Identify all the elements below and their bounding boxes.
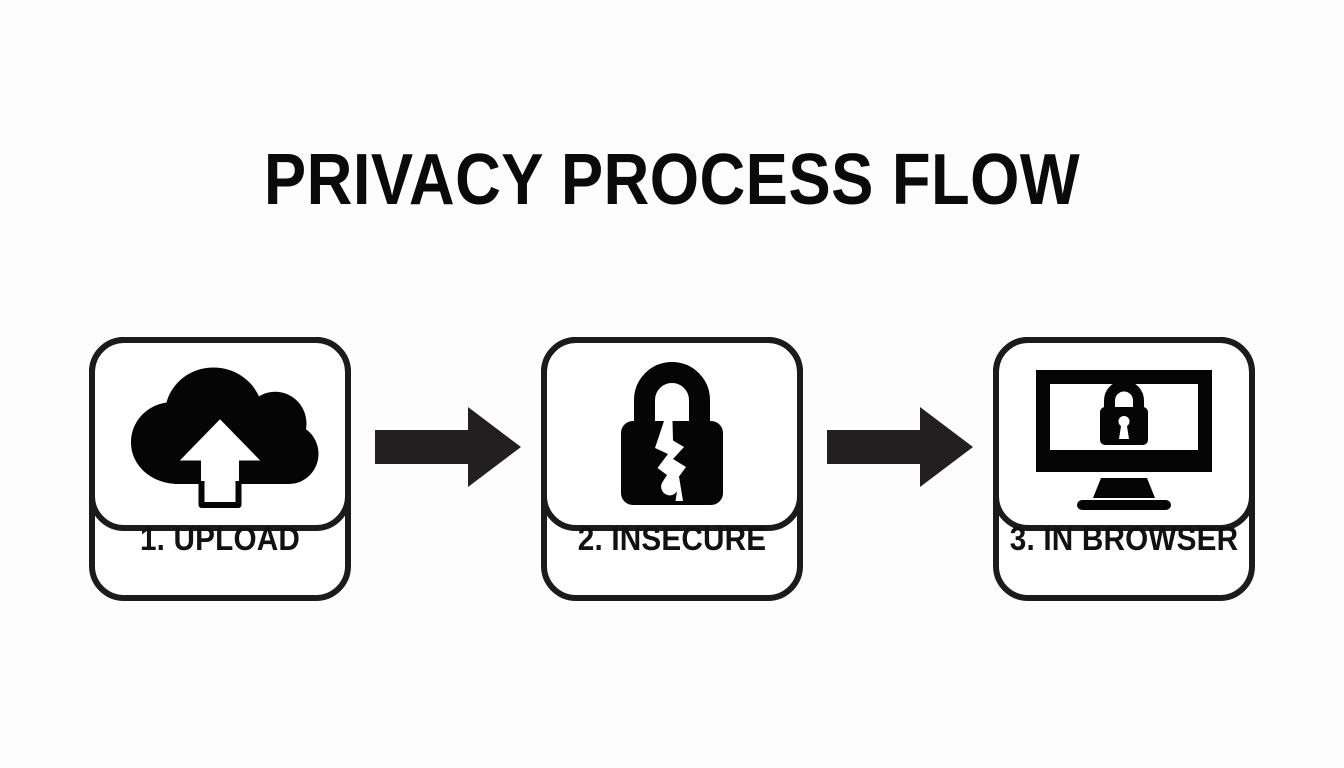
monitor-lock-icon (1024, 362, 1224, 512)
page-title: PRIVACY PROCESS FLOW (263, 140, 1081, 220)
process-step-card-2[interactable]: 2. INSECURE (540, 336, 804, 602)
process-step-card-1[interactable]: 1. UPLOAD (88, 336, 352, 602)
process-flow: 1. UPLOAD (88, 336, 1256, 602)
broken-padlock-icon (572, 362, 772, 512)
step-label-3: 3. IN BROWSER (1009, 520, 1239, 557)
arrow-step-2-to-3 (827, 405, 973, 489)
arrow-step-1-to-2 (375, 405, 521, 489)
step-label-2: 2. INSECURE (577, 520, 767, 557)
process-step-card-3[interactable]: 3. IN BROWSER (992, 336, 1256, 602)
cloud-upload-icon (120, 362, 320, 512)
step-label-1: 1. UPLOAD (139, 520, 301, 557)
